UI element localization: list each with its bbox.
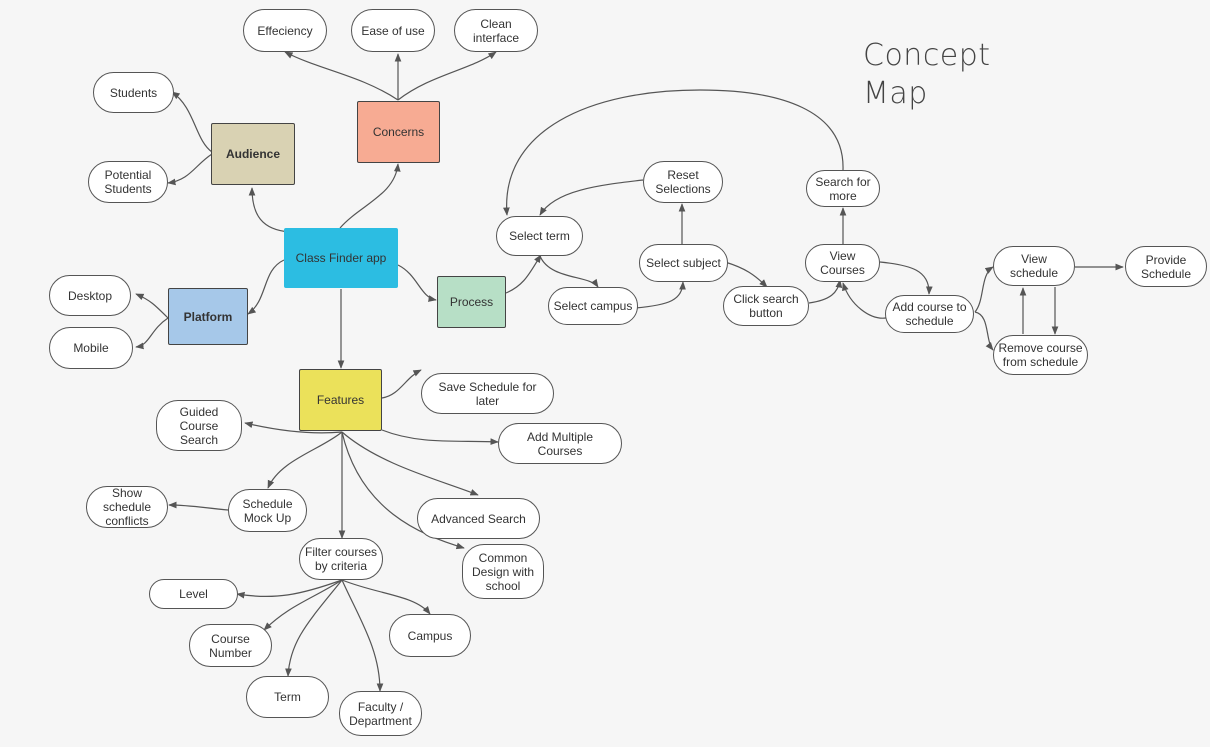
select-subject-node[interactable]: Select subject — [639, 244, 728, 282]
edge-filter-campus — [341, 579, 431, 615]
platform-node[interactable]: Platform — [168, 288, 248, 345]
level-node[interactable]: Level — [149, 579, 238, 609]
edge-add-view — [842, 282, 887, 319]
edge-features-common — [341, 431, 465, 550]
add-multiple-courses-node[interactable]: Add Multiple Courses — [498, 423, 622, 464]
edge-filter-faculty — [341, 579, 384, 692]
efficiency-node[interactable]: Effeciency — [243, 9, 327, 52]
edge-app-concerns — [339, 163, 401, 229]
guided-course-search-node[interactable]: Guided Course Search — [156, 400, 242, 451]
desktop-node[interactable]: Desktop — [49, 275, 131, 316]
edge-reset-term — [539, 179, 644, 216]
page-title: Concept Map — [863, 38, 991, 111]
remove-course-node[interactable]: Remove course from schedule — [993, 335, 1088, 375]
audience-node[interactable]: Audience — [211, 123, 295, 185]
edge-add-viewschedule — [974, 266, 994, 313]
select-campus-node[interactable]: Select campus — [548, 287, 638, 325]
add-course-node[interactable]: Add course to schedule — [885, 295, 974, 333]
course-number-node[interactable]: Course Number — [189, 624, 272, 667]
view-schedule-node[interactable]: View schedule — [993, 246, 1075, 286]
features-node[interactable]: Features — [299, 369, 382, 431]
edge-campus-subject — [634, 281, 686, 309]
edge-concerns-efficiency — [284, 51, 399, 101]
edge-view-add — [879, 261, 933, 295]
edge-process-term — [505, 254, 542, 294]
edge-app-process — [397, 264, 437, 302]
edge-click-view — [808, 279, 843, 304]
process-node[interactable]: Process — [437, 276, 506, 328]
edge-features-mockup — [267, 431, 343, 489]
edge-subject-click — [724, 261, 768, 288]
edge-app-audience — [248, 187, 291, 233]
edge-app-platform — [247, 259, 285, 315]
potential-students-node[interactable]: Potential Students — [88, 161, 168, 203]
edge-filter-level — [236, 579, 343, 599]
term-node[interactable]: Term — [246, 676, 329, 718]
schedule-mock-up-node[interactable]: Schedule Mock Up — [228, 489, 307, 532]
faculty-department-node[interactable]: Faculty / Department — [339, 691, 422, 736]
class-finder-app-node[interactable]: Class Finder app — [284, 228, 398, 288]
click-search-button-node[interactable]: Click search button — [723, 286, 809, 326]
edge-features-save — [381, 369, 422, 399]
select-term-node[interactable]: Select term — [496, 216, 583, 256]
provide-schedule-node[interactable]: Provide Schedule — [1125, 246, 1207, 287]
edge-platform-mobile — [135, 317, 169, 350]
edge-mockup-conflicts — [168, 501, 229, 511]
edge-add-remove — [974, 311, 994, 351]
edge-filter-coursenumber — [263, 579, 343, 631]
edge-concerns-clean — [397, 51, 497, 101]
show-schedule-conflicts-node[interactable]: Show schedule conflicts — [86, 486, 168, 528]
edge-features-addmultiple — [381, 429, 499, 445]
ease-of-use-node[interactable]: Ease of use — [351, 9, 435, 52]
save-schedule-node[interactable]: Save Schedule for later — [421, 373, 554, 414]
edge-features-guided — [244, 421, 343, 434]
edge-audience-students — [171, 91, 213, 153]
edge-features-advanced — [341, 431, 479, 496]
search-for-more-node[interactable]: Search for more — [806, 170, 880, 207]
common-design-node[interactable]: Common Design with school — [462, 544, 544, 599]
edge-platform-desktop — [135, 293, 169, 319]
concerns-node[interactable]: Concerns — [357, 101, 440, 163]
campus-node[interactable]: Campus — [389, 614, 471, 657]
filter-courses-node[interactable]: Filter courses by criteria — [299, 538, 383, 580]
edge-term-campus — [539, 255, 599, 288]
view-courses-node[interactable]: View Courses — [805, 244, 880, 282]
edge-audience-potential — [167, 153, 213, 186]
edge-search-term — [503, 89, 844, 216]
students-node[interactable]: Students — [93, 72, 174, 113]
mobile-node[interactable]: Mobile — [49, 327, 133, 369]
advanced-search-node[interactable]: Advanced Search — [417, 498, 540, 539]
reset-selections-node[interactable]: Reset Selections — [643, 161, 723, 203]
clean-interface-node[interactable]: Clean interface — [454, 9, 538, 52]
edge-filter-term — [285, 579, 343, 677]
